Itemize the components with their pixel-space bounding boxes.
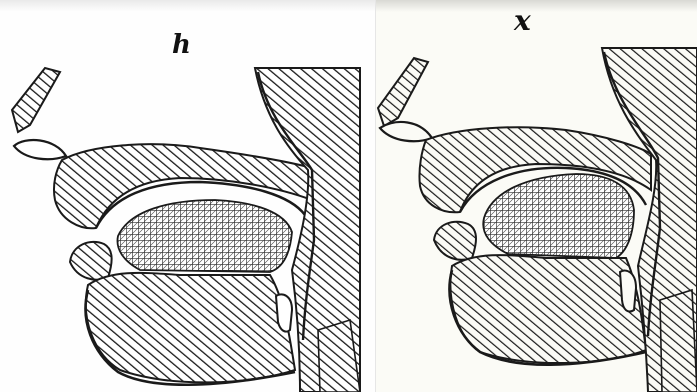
larynx [660, 290, 697, 392]
lower-lip [434, 222, 476, 260]
lower-jaw [450, 255, 646, 363]
upper-lip-edge [14, 140, 66, 159]
vocal-tract-diagram-h [0, 0, 375, 392]
lower-lip [70, 242, 112, 280]
upper-lip-edge [380, 122, 432, 141]
figure-h-panel: h [0, 0, 375, 392]
upper-lip-bar [378, 58, 428, 126]
tongue-body [483, 174, 634, 258]
upper-lip-bar [12, 68, 60, 132]
vocal-tract-diagram-x [376, 0, 697, 392]
lower-jaw [86, 273, 295, 383]
epiglottis [276, 294, 292, 331]
figure-x-panel: x [376, 0, 697, 392]
tongue-body [117, 200, 292, 272]
epiglottis [620, 271, 636, 312]
